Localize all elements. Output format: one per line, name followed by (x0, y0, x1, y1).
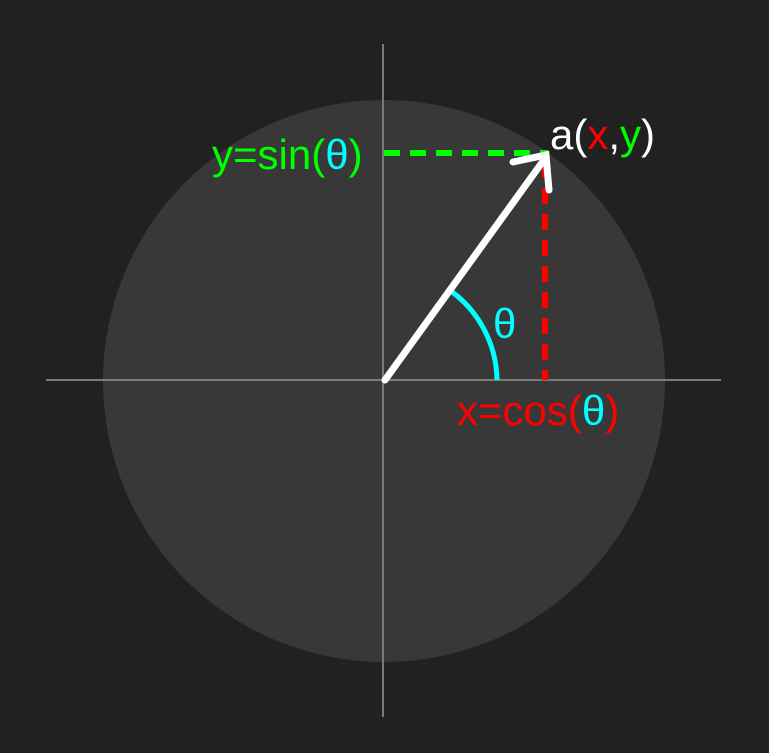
cos-label-prefix: x=cos( (457, 387, 582, 434)
cos-label: x=cos(θ) (457, 387, 619, 434)
point-label-x: x (587, 111, 608, 158)
sin-label-suffix: ) (349, 131, 363, 178)
cos-label-suffix: ) (605, 387, 619, 434)
point-label-prefix: a( (550, 111, 587, 158)
point-label-comma: , (608, 111, 620, 158)
sin-label-prefix: y=sin( (212, 131, 325, 178)
point-label: a(x,y) (550, 111, 655, 158)
cos-label-theta: θ (582, 387, 605, 434)
angle-label: θ (493, 300, 516, 347)
sin-label-theta: θ (325, 131, 348, 178)
unit-vector (381, 153, 550, 384)
vector-arrowhead (509, 150, 553, 194)
point-label-y: y (620, 111, 641, 158)
point-label-suffix: ) (641, 111, 655, 158)
sin-label: y=sin(θ) (212, 131, 363, 178)
angle-arc (446, 286, 500, 381)
